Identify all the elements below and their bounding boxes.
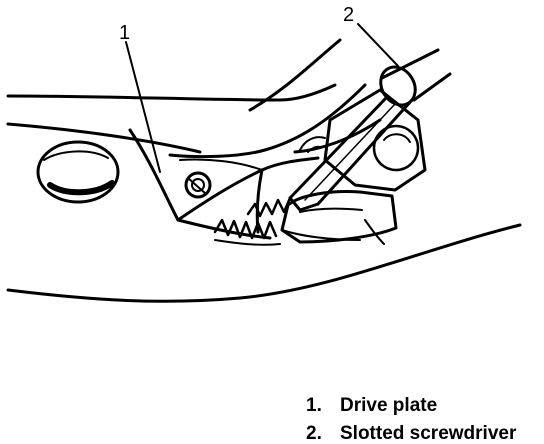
legend-label: Drive plate	[340, 395, 438, 416]
housing-outline	[6, 38, 522, 303]
oval-opening	[36, 140, 120, 204]
slotted-screwdriver	[288, 48, 452, 212]
bolt	[184, 171, 212, 199]
legend-item: 1. Drive plate	[306, 392, 516, 420]
legend-item: 2. Slotted screwdriver	[306, 420, 516, 444]
legend: 1. Drive plate 2. Slotted screwdriver	[306, 392, 516, 444]
adjuster-block	[280, 190, 398, 245]
upper-arm	[168, 83, 382, 159]
leader-lines	[125, 23, 399, 173]
callout-1: 1	[119, 22, 131, 44]
legend-number: 2.	[306, 423, 322, 444]
legend-number: 1.	[306, 395, 322, 416]
ratchet-teeth	[213, 196, 292, 246]
legend-label: Slotted screwdriver	[340, 423, 517, 444]
callout-2: 2	[343, 4, 355, 26]
